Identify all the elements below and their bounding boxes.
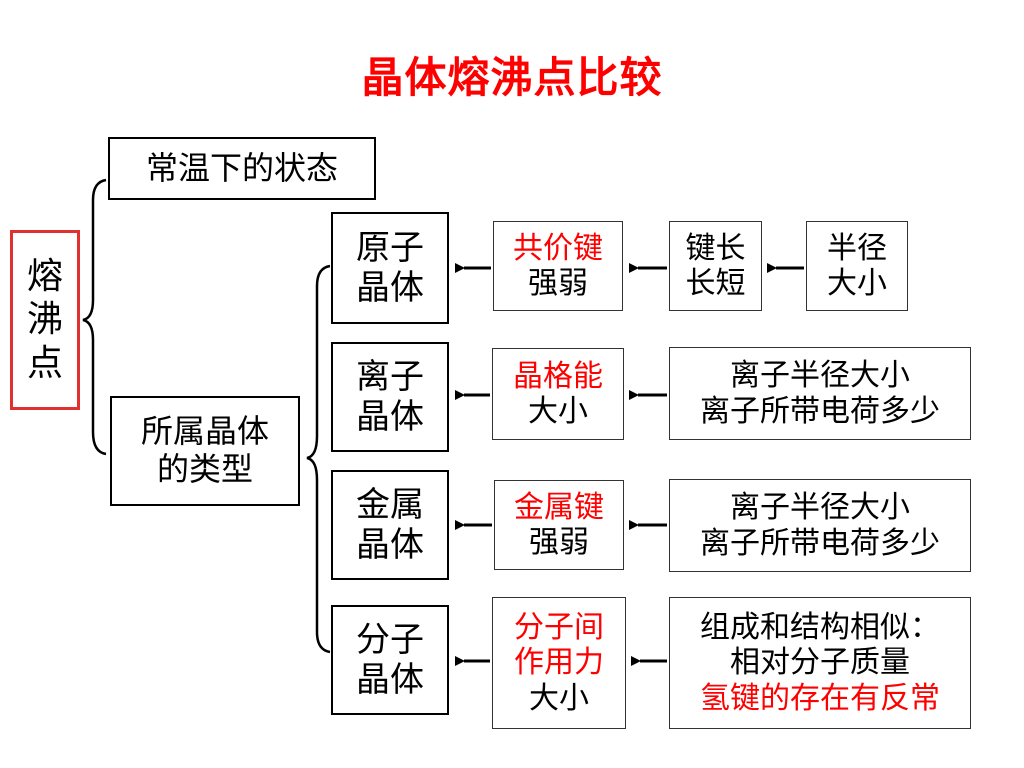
cause-radius-line-2: 大小	[827, 266, 887, 301]
crystal-ionic-box: 离子 晶体	[331, 342, 449, 452]
factor-intermolecular-force-box: 分子间 作用力 大小	[492, 597, 626, 729]
branch-state-label: 常温下的状态	[145, 148, 338, 187]
factor-lattice-energy-box: 晶格能 大小	[492, 348, 624, 440]
cause-metallic-line-2: 离子所带电荷多少	[700, 525, 940, 561]
crystal-molecular-box: 分子 晶体	[331, 605, 449, 715]
root-box-melting-boiling-point: 熔 沸 点	[10, 230, 80, 410]
page-title: 晶体熔沸点比较	[361, 53, 663, 102]
crystal-atomic-line-2: 晶体	[356, 268, 424, 308]
cause-molecular-line-1: 组成和结构相似：	[700, 609, 940, 645]
factor-metallic-line-2: 强弱	[529, 525, 589, 560]
crystal-ionic-line-1: 离子	[356, 356, 424, 397]
factor-lattice-line-1: 晶格能	[513, 358, 603, 394]
factor-covalent-bond-box: 共价键 强弱	[493, 221, 623, 311]
cause-ionic-line-1: 离子半径大小	[730, 358, 910, 394]
cause-radius-line-1: 半径	[827, 230, 887, 266]
cause-radius-box: 半径 大小	[806, 221, 908, 311]
factor-metallic-bond-box: 金属键 强弱	[494, 480, 624, 570]
crystal-metallic-line-1: 金属	[356, 484, 424, 525]
crystal-molecular-line-2: 晶体	[356, 660, 424, 700]
crystal-atomic-box: 原子 晶体	[331, 212, 449, 324]
crystal-metallic-line-2: 晶体	[356, 525, 424, 565]
cause-metallic-box: 离子半径大小 离子所带电荷多少	[669, 479, 971, 572]
crystal-ionic-line-2: 晶体	[356, 397, 424, 437]
left-brace	[82, 178, 107, 456]
factor-covalent-line-1: 共价键	[513, 230, 603, 266]
crystal-molecular-line-1: 分子	[356, 619, 424, 660]
factor-metallic-line-1: 金属键	[514, 489, 604, 525]
branch-state-box: 常温下的状态	[108, 137, 376, 200]
branch-type-line-1: 所属晶体	[140, 412, 269, 451]
factor-intermolecular-line-1: 分子间	[514, 609, 604, 645]
branch-type-line-2: 的类型	[156, 450, 253, 488]
cause-molecular-line-2: 相对分子质量	[730, 645, 910, 681]
root-char-3: 点	[26, 342, 63, 384]
cause-ionic-line-2: 离子所带电荷多少	[700, 393, 940, 429]
factor-lattice-line-2: 大小	[528, 394, 588, 429]
factor-covalent-line-2: 强弱	[528, 266, 588, 301]
cause-bond-length-box: 键长 长短	[669, 221, 762, 311]
factor-intermolecular-line-2: 作用力	[514, 645, 604, 681]
cause-metallic-line-1: 离子半径大小	[730, 490, 910, 526]
cause-bond-length-line-1: 键长	[685, 230, 746, 266]
branch-type-box: 所属晶体 的类型	[110, 396, 300, 506]
root-char-1: 熔	[26, 256, 63, 298]
factor-intermolecular-line-3: 大小	[529, 680, 589, 716]
cause-ionic-box: 离子半径大小 离子所带电荷多少	[669, 347, 971, 440]
crystal-atomic-line-1: 原子	[356, 227, 424, 268]
cause-molecular-box: 组成和结构相似： 相对分子质量 氢键的存在有反常	[669, 597, 971, 729]
cause-molecular-line-3: 氢键的存在有反常	[700, 680, 940, 716]
right-brace	[306, 264, 331, 654]
cause-bond-length-line-2: 长短	[685, 266, 746, 301]
crystal-metallic-box: 金属 晶体	[331, 470, 449, 580]
root-char-2: 沸	[26, 299, 63, 341]
